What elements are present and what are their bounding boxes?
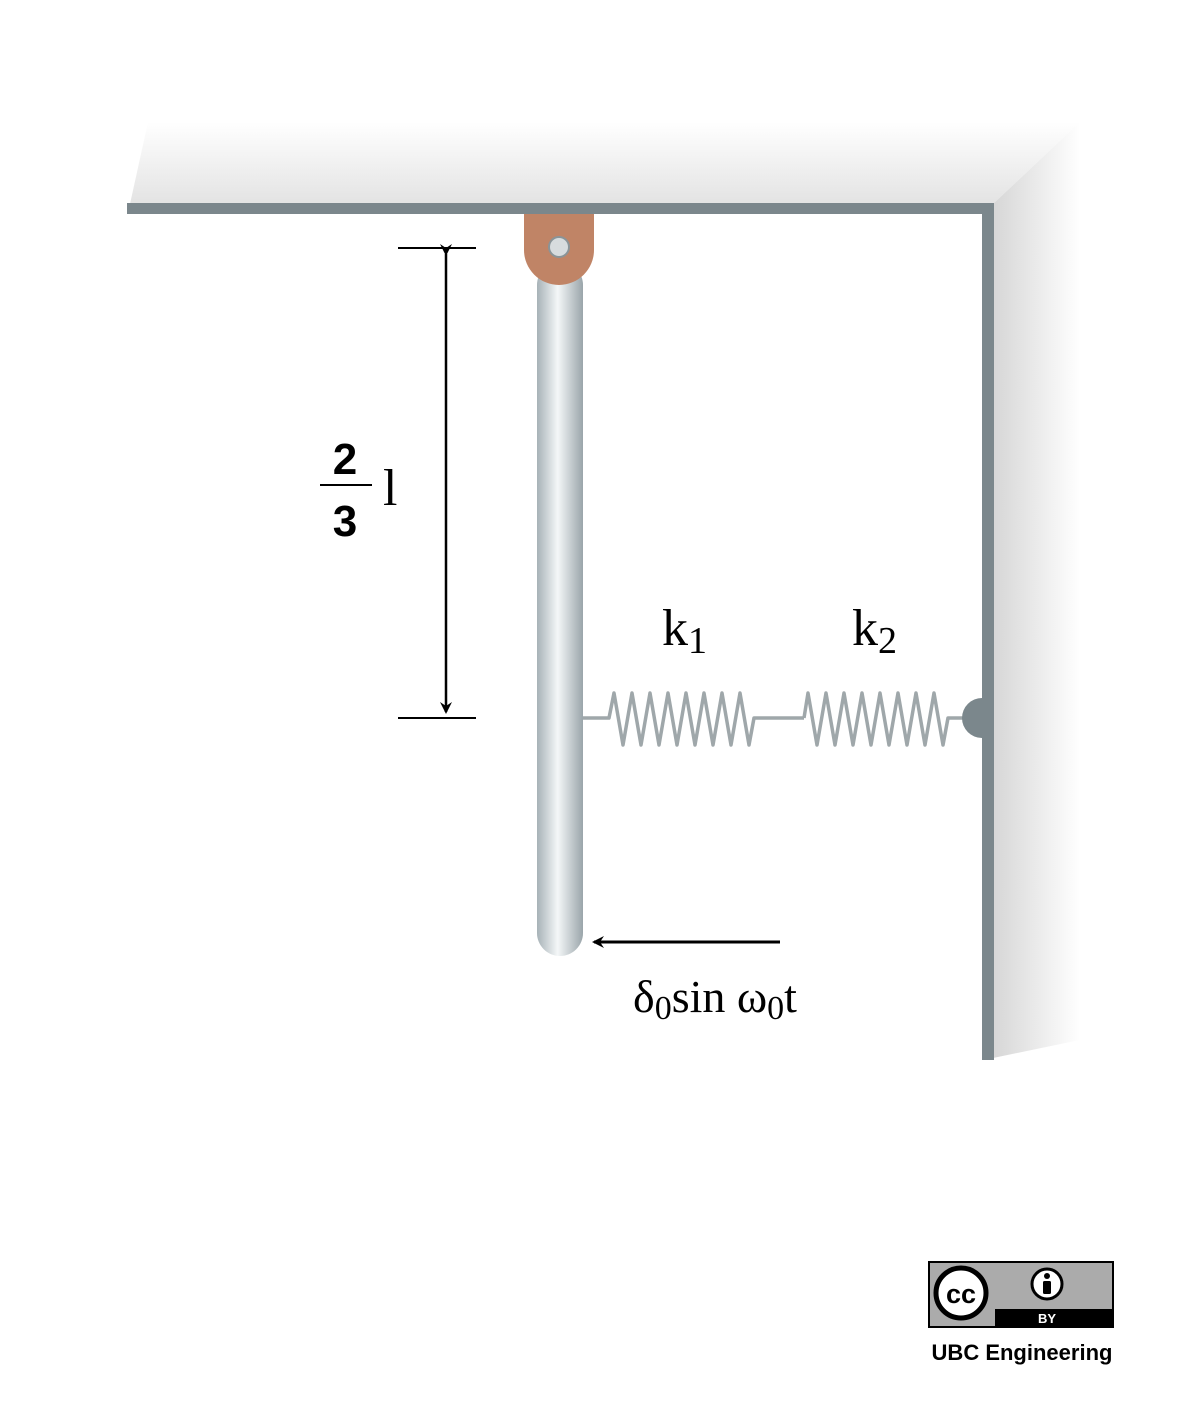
ceiling-shadow: [130, 122, 1080, 204]
omega-sub: 0: [767, 990, 784, 1027]
spring-assembly: [583, 691, 968, 747]
k1-base: k: [662, 600, 688, 657]
ceiling: [127, 203, 994, 214]
length-denominator: 3: [333, 497, 357, 546]
attribution-body: [1043, 1281, 1051, 1294]
badge-lower-band: [995, 1309, 1113, 1327]
cc-by-badge: cc BY: [928, 1261, 1114, 1328]
length-symbol: l: [383, 460, 397, 517]
sin-text: sin: [672, 971, 737, 1022]
delta-sub: 0: [655, 990, 672, 1027]
cc-logo-icon: [933, 1265, 989, 1321]
excitation-label: δ0sin ω0t: [633, 971, 797, 1027]
spring-label-k1: k1: [662, 600, 707, 662]
delta-symbol: δ: [633, 971, 655, 1022]
k1-sub: 1: [688, 620, 707, 662]
k2-base: k: [852, 600, 878, 657]
wall-shadow: [993, 122, 1080, 1058]
time-symbol: t: [784, 971, 797, 1022]
credit-text: UBC Engineering: [932, 1340, 1113, 1365]
spring-label-k2: k2: [852, 600, 897, 662]
pivot-pin: [548, 236, 570, 258]
spring-k1: [583, 691, 760, 747]
badge-by-text: BY: [1038, 1311, 1056, 1326]
omega-symbol: ω: [737, 971, 767, 1022]
attribution-head: [1044, 1273, 1050, 1279]
spring-wall-mount: [962, 698, 982, 738]
spring-k2: [802, 691, 968, 747]
wall: [982, 203, 994, 1060]
rod: [537, 262, 583, 956]
cc-logo-text: cc: [946, 1279, 976, 1309]
k2-sub: 2: [878, 620, 897, 662]
length-numerator: 2: [333, 435, 357, 484]
